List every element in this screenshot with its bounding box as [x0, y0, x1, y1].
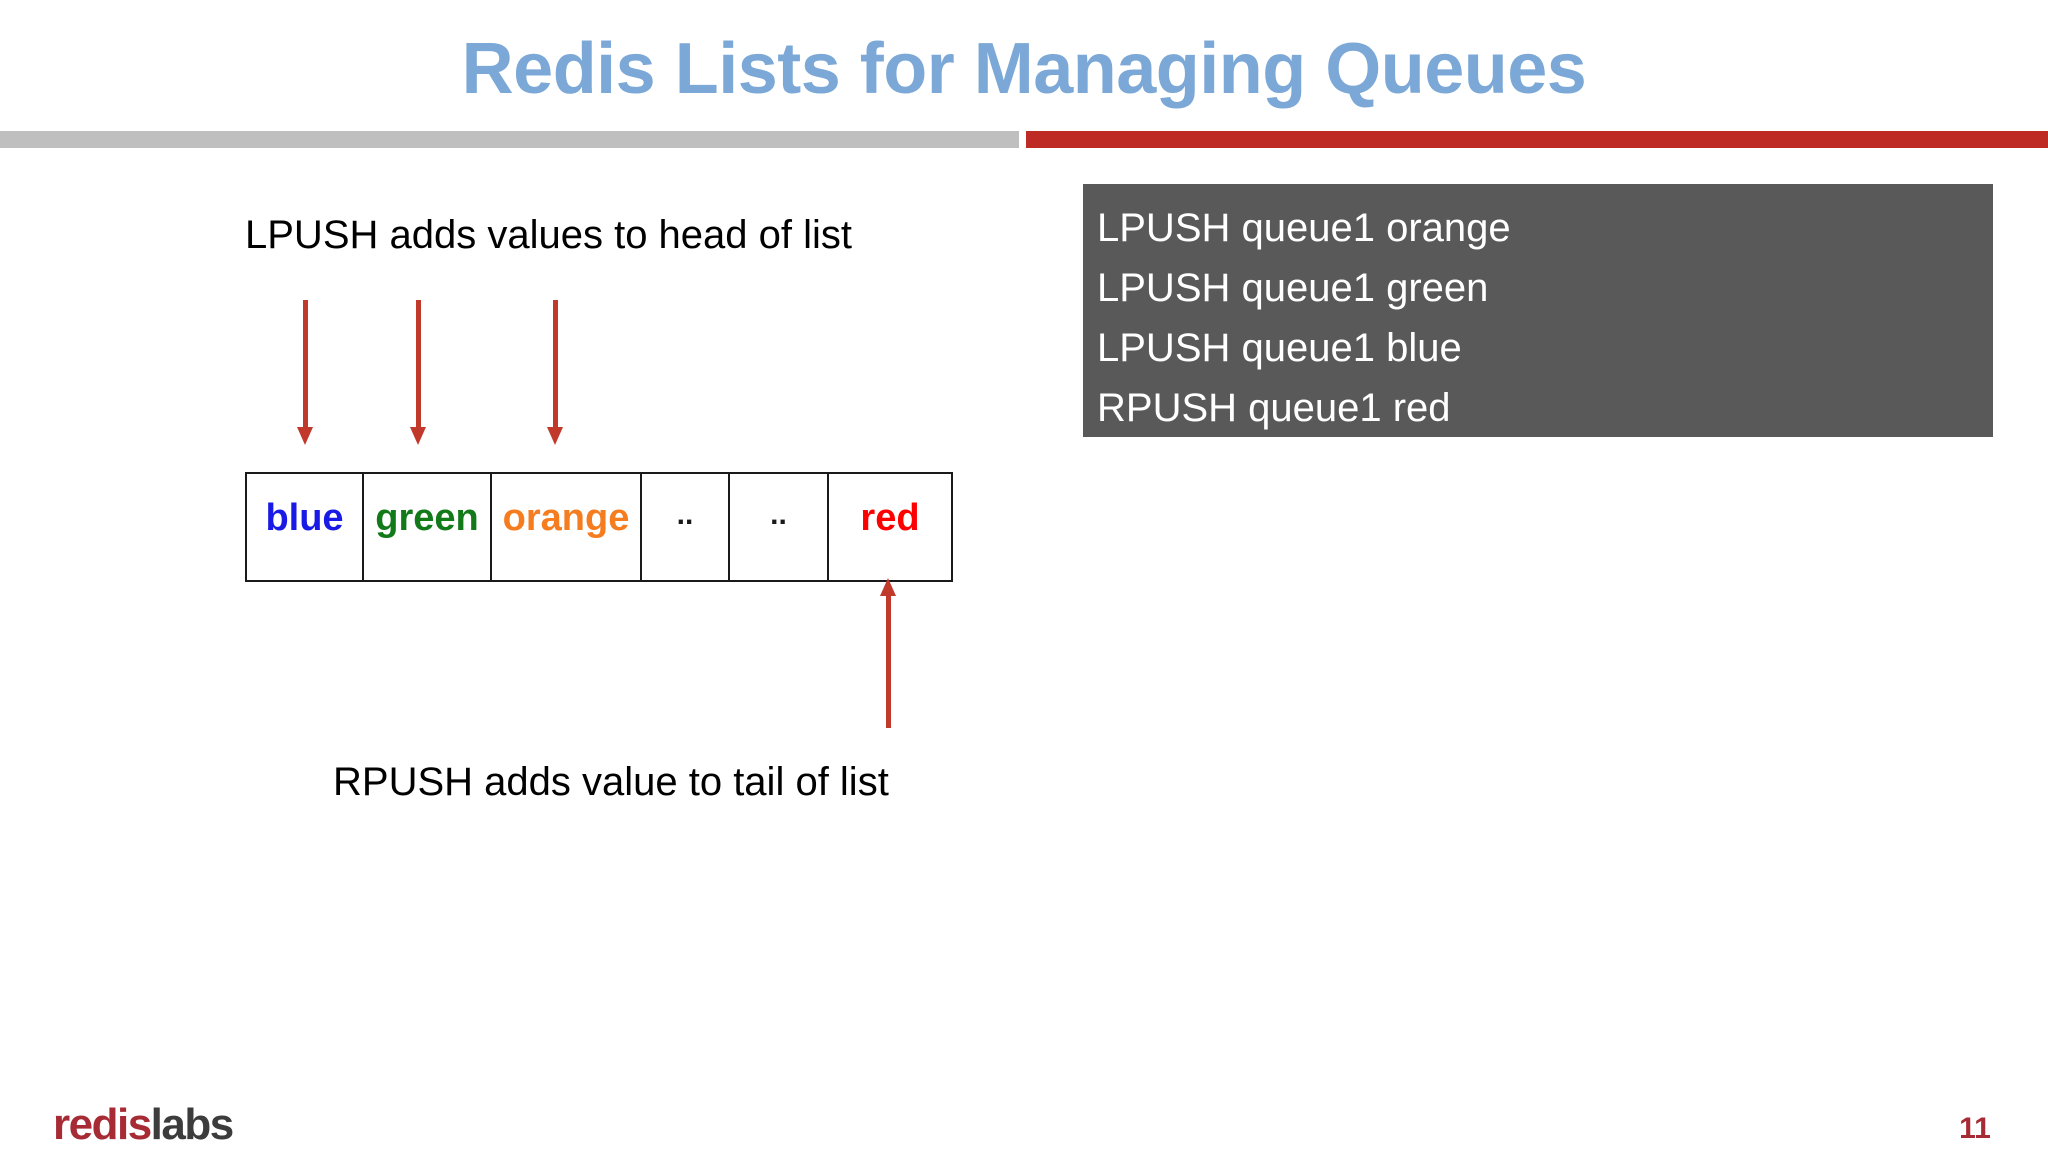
list-cell-label: .. — [676, 498, 694, 531]
arrow-head — [410, 427, 426, 445]
redis-list-diagram: blue green orange .. .. red — [245, 472, 953, 582]
list-cell: green — [364, 474, 492, 580]
lpush-arrow-down-icon — [295, 300, 315, 445]
arrow-head — [297, 427, 313, 445]
list-cell: blue — [247, 474, 364, 580]
arrow-shaft — [416, 300, 421, 427]
arrow-shaft — [553, 300, 558, 427]
list-cell-label: orange — [502, 497, 630, 539]
page-title: Redis Lists for Managing Queues — [461, 29, 1587, 109]
code-line: RPUSH queue1 red — [1097, 386, 1451, 430]
list-cell-label: green — [375, 497, 479, 539]
code-line: LPUSH queue1 orange — [1097, 206, 1511, 250]
lpush-arrow-down-icon — [408, 300, 428, 445]
list-cell-ellipsis: .. — [642, 474, 730, 580]
rpush-arrow-up-icon — [878, 578, 898, 728]
logo-text-redis: redis — [53, 1100, 152, 1149]
header-divider — [0, 131, 2048, 148]
list-cell-label: .. — [770, 498, 787, 531]
header-divider-red-segment — [1026, 131, 2048, 148]
code-line: LPUSH queue1 green — [1097, 266, 1489, 310]
arrow-head — [547, 427, 563, 445]
lpush-arrow-down-icon — [545, 300, 565, 445]
redislabs-logo: redislabs — [53, 1100, 235, 1150]
header-divider-gray-segment — [0, 131, 1019, 148]
arrow-shaft — [886, 596, 891, 728]
logo-text-labs: labs — [150, 1100, 235, 1149]
page-number: 11 — [1959, 1112, 1991, 1145]
code-line: LPUSH queue1 blue — [1097, 326, 1462, 370]
lpush-caption: LPUSH adds values to head of list — [245, 213, 853, 257]
list-cell: orange — [492, 474, 642, 580]
list-cell: red — [829, 474, 951, 580]
list-cell-label: blue — [265, 497, 344, 539]
list-cell-label: red — [860, 497, 920, 539]
arrow-head — [880, 578, 896, 596]
command-code-block: LPUSH queue1 orange LPUSH queue1 green L… — [1083, 184, 1993, 437]
list-cell-ellipsis: .. — [730, 474, 829, 580]
rpush-caption: RPUSH adds value to tail of list — [333, 760, 889, 804]
arrow-shaft — [303, 300, 308, 427]
